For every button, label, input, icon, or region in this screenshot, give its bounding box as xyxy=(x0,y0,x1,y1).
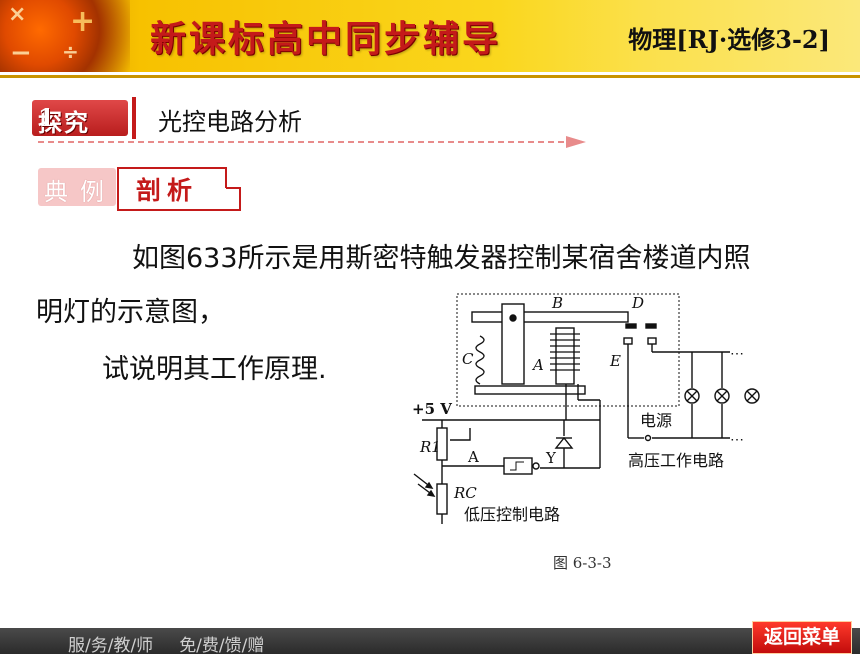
question-line-3: 试说明其工作原理. xyxy=(102,354,327,385)
section-badge-label: 探究 xyxy=(38,108,90,137)
label-r1: R1 xyxy=(419,438,441,456)
footer-links: 服/务/教/师 免/费/馈/赠 xyxy=(68,631,264,656)
example-badge-frame xyxy=(117,167,241,211)
photoresistor-rc xyxy=(436,483,448,515)
contact-e2 xyxy=(647,337,657,345)
label-b: B xyxy=(551,294,563,312)
label-plus5v: +5 V xyxy=(412,400,452,418)
r1-wiper xyxy=(450,428,471,441)
section-title: 光控电路分析 xyxy=(158,108,302,136)
section-badge: 探究 1 xyxy=(32,100,128,137)
dots-top: ⋯ xyxy=(730,346,744,362)
label-a: A xyxy=(531,356,544,374)
label-d: D xyxy=(631,294,644,312)
label-rc: RC xyxy=(453,484,477,502)
label-low-voltage: 低压控制电路 xyxy=(464,505,560,524)
contact-d xyxy=(625,323,637,329)
minus-icon: − xyxy=(10,38,32,68)
section-divider xyxy=(132,97,136,139)
spring-coil-c xyxy=(475,335,485,385)
plus-icon: + xyxy=(70,4,96,39)
label-high-voltage: 高压工作电路 xyxy=(628,451,724,470)
circuit-diagram: B D C A E R1 RC +5 V A Y ⋯ ⋯ 电源 高压工作电路 低… xyxy=(412,293,760,524)
pivot-point xyxy=(509,314,517,322)
label-e: E xyxy=(609,352,621,370)
footer-link-teachers[interactable]: 服/务/教/师 xyxy=(68,636,154,656)
header-corner-decoration: × + − ÷ xyxy=(0,0,130,72)
header-bar: × + − ÷ 新课标高中同步辅导 物理[RJ·选修3-2] xyxy=(0,0,860,75)
pivot-post xyxy=(501,303,525,385)
dashed-arrow-decoration xyxy=(38,136,586,148)
back-to-menu-button[interactable]: 返回菜单 xyxy=(752,621,852,654)
label-y: Y xyxy=(545,449,557,467)
armature-bar xyxy=(471,311,629,323)
example-badge-left: 典例 xyxy=(44,178,116,206)
divide-icon: ÷ xyxy=(62,40,79,64)
inverter-bubble xyxy=(532,462,540,470)
figure-caption: 图 6-3-3 xyxy=(553,554,612,572)
example-badge-right: 剖析 xyxy=(136,176,199,205)
footer-bar: 服/务/教/师 免/费/馈/赠 xyxy=(0,628,860,656)
example-badge-main: 剖析 xyxy=(118,168,232,206)
relay-base xyxy=(474,385,586,395)
lamp-group xyxy=(628,352,760,442)
label-power: 电源 xyxy=(640,411,672,430)
relay-enclosure xyxy=(456,293,680,407)
electromagnet-winding xyxy=(550,333,580,371)
label-c: C xyxy=(462,350,474,368)
label-gate-a: A xyxy=(467,448,479,466)
question-line-1: 如图633所示是用斯密特触发器控制某宿舍楼道内照 xyxy=(132,243,751,274)
schmitt-trigger xyxy=(503,457,533,475)
question-line-2: 明灯的示意图， xyxy=(36,297,225,328)
diode xyxy=(554,420,574,468)
electromagnet-core xyxy=(555,327,575,385)
contact-d2 xyxy=(645,323,657,329)
example-badge-light: 典例 xyxy=(38,168,116,206)
contact-e xyxy=(623,337,633,345)
header-title: 新课标高中同步辅导 xyxy=(150,18,502,60)
header-subject: 物理[RJ·选修3-2] xyxy=(628,25,830,54)
footer-link-gifts[interactable]: 免/费/馈/赠 xyxy=(179,636,265,656)
multiply-icon: × xyxy=(8,2,27,27)
section-badge-number: 1 xyxy=(38,103,57,132)
dots-bottom: ⋯ xyxy=(730,432,744,448)
